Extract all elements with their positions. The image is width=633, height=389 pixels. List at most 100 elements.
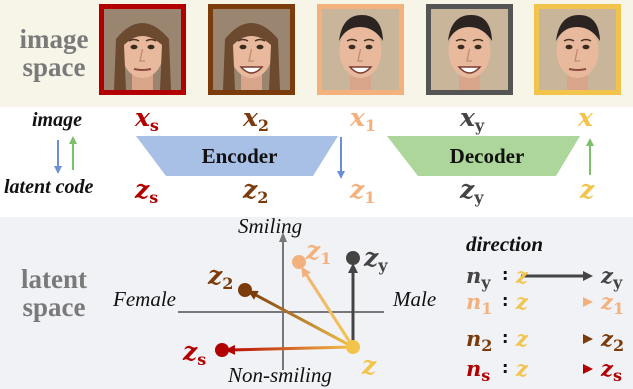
legend-direction-n-y: ny: [466, 263, 491, 292]
legend-target-z-2-subscript: 2: [612, 336, 625, 355]
image-label-y-subscript: y: [474, 116, 485, 135]
point-label-z-s-base: z: [183, 337, 198, 366]
latent-code-label-z-base: z: [580, 175, 595, 204]
face-image-x-s: [99, 4, 186, 95]
image-space-label: image space: [4, 25, 104, 81]
direction-arrow-2: [247, 290, 354, 349]
latent-code-label-y-subscript: y: [474, 188, 484, 207]
legend-source-z-base: z: [516, 263, 528, 288]
latent-code-label-y: zy: [460, 177, 484, 206]
legend-direction-n-1-base: n: [466, 289, 482, 314]
axis-label-female: Female: [113, 287, 176, 311]
image-label-2: x2: [243, 103, 269, 134]
legend-colon: :: [502, 265, 509, 284]
direction-arrow-s: [225, 344, 354, 355]
axis-label-male: Male: [393, 287, 437, 311]
point-z-y: [346, 251, 360, 265]
direction-legend-title: direction: [466, 232, 543, 256]
point-z: [346, 340, 360, 354]
legend-source-z-base: z: [516, 326, 528, 351]
latent-space-label-line1: latent: [21, 264, 87, 294]
image-label-s: xs: [135, 103, 159, 134]
axis-label-smiling: Smiling: [238, 214, 303, 238]
image-label-y-base: x: [460, 103, 475, 132]
legend-colon: :: [502, 291, 509, 310]
image-label-1-subscript: 1: [364, 116, 377, 135]
point-label-z-s-subscript: s: [197, 350, 207, 369]
face-image-x-1: [317, 4, 404, 95]
point-label-z-1: z1: [306, 238, 331, 267]
legend-source-z: z: [516, 289, 528, 315]
latent-code-label-1-base: z: [350, 175, 365, 204]
latent-code-label-z: z: [580, 177, 594, 203]
image-label-s-base: x: [135, 103, 150, 132]
decoder-label: Decoder: [449, 144, 525, 168]
legend-target-z-2: z2: [601, 326, 625, 355]
image-label-x: x: [578, 105, 593, 131]
legend-direction-n-s: ns: [466, 356, 491, 385]
legend-direction-n-y-base: n: [466, 263, 482, 288]
image-label-1-base: x: [350, 103, 365, 132]
point-label-z-2-subscript: 2: [222, 274, 234, 293]
image-label-x-base: x: [578, 103, 593, 132]
legend-colon: :: [502, 328, 509, 347]
axis-label-non-smiling: Non-smiling: [228, 363, 332, 387]
decoder-block: [387, 136, 580, 176]
legend-source-z: z: [516, 326, 528, 352]
latent-space-label-line2: space: [22, 292, 86, 322]
latent-code-label-1-subscript: 1: [364, 188, 376, 207]
legend-direction-n-y-subscript: y: [481, 273, 491, 292]
point-z-s: [215, 343, 229, 357]
legend-source-z: z: [516, 356, 528, 382]
latent-code-label-1: z1: [350, 175, 375, 206]
legend-source-z-base: z: [516, 289, 528, 314]
encoder-block: [136, 136, 338, 176]
legend-target-z-s-subscript: s: [612, 366, 622, 385]
face-image-x-y: [426, 4, 513, 95]
direction-arrow-1: [301, 266, 355, 348]
point-label-z-2-base: z: [208, 261, 223, 290]
legend-direction-n-1-subscript: 1: [481, 299, 493, 318]
image-space-label-line2: space: [22, 52, 86, 82]
legend-colon: :: [502, 358, 509, 377]
latent-code-row-label: latent code: [4, 176, 94, 198]
latent-code-label-2-subscript: 2: [257, 188, 269, 207]
latent-code-label-2: z2: [243, 175, 268, 206]
legend-direction-n-2-subscript: 2: [481, 336, 493, 355]
legend-source-z-base: z: [516, 356, 528, 381]
image-label-y: xy: [460, 103, 484, 134]
legend-target-z-1-subscript: 1: [612, 299, 625, 318]
point-label-z-y-base: z: [364, 243, 379, 272]
latent-space-label: latent space: [4, 265, 104, 321]
face-image-x-2: [208, 4, 295, 95]
image-space-label-line1: image: [19, 24, 89, 54]
image-label-s-subscript: s: [149, 116, 159, 135]
point-label-z-s: zs: [183, 337, 206, 368]
point-label-z: z: [362, 353, 376, 379]
image-label-2-subscript: 2: [257, 116, 270, 135]
legend-target-z-y: zy: [601, 263, 623, 292]
legend-direction-n-2: n2: [466, 326, 493, 355]
legend-target-z-1-base: z: [601, 289, 613, 314]
legend-direction-n-s-subscript: s: [481, 366, 491, 385]
image-label-1: x1: [350, 103, 376, 134]
image-row-label: image: [32, 109, 82, 131]
legend-target-z-y-subscript: y: [612, 273, 623, 292]
legend-target-z-s-base: z: [601, 356, 613, 381]
legend-target-z-y-base: z: [601, 263, 613, 288]
image-label-2-base: x: [243, 103, 258, 132]
legend-direction-n-1: n1: [466, 289, 493, 318]
legend-source-z: z: [516, 263, 528, 289]
latent-code-label-s: zs: [135, 177, 158, 206]
point-label-z-base: z: [362, 351, 377, 380]
legend-direction-n-2-base: n: [466, 326, 482, 351]
point-label-z-y-subscript: y: [378, 256, 388, 275]
point-label-z-1-subscript: 1: [320, 249, 332, 268]
latent-code-label-2-base: z: [243, 175, 258, 204]
encoder-label: Encoder: [201, 144, 278, 168]
point-label-z-y: zy: [364, 243, 388, 274]
